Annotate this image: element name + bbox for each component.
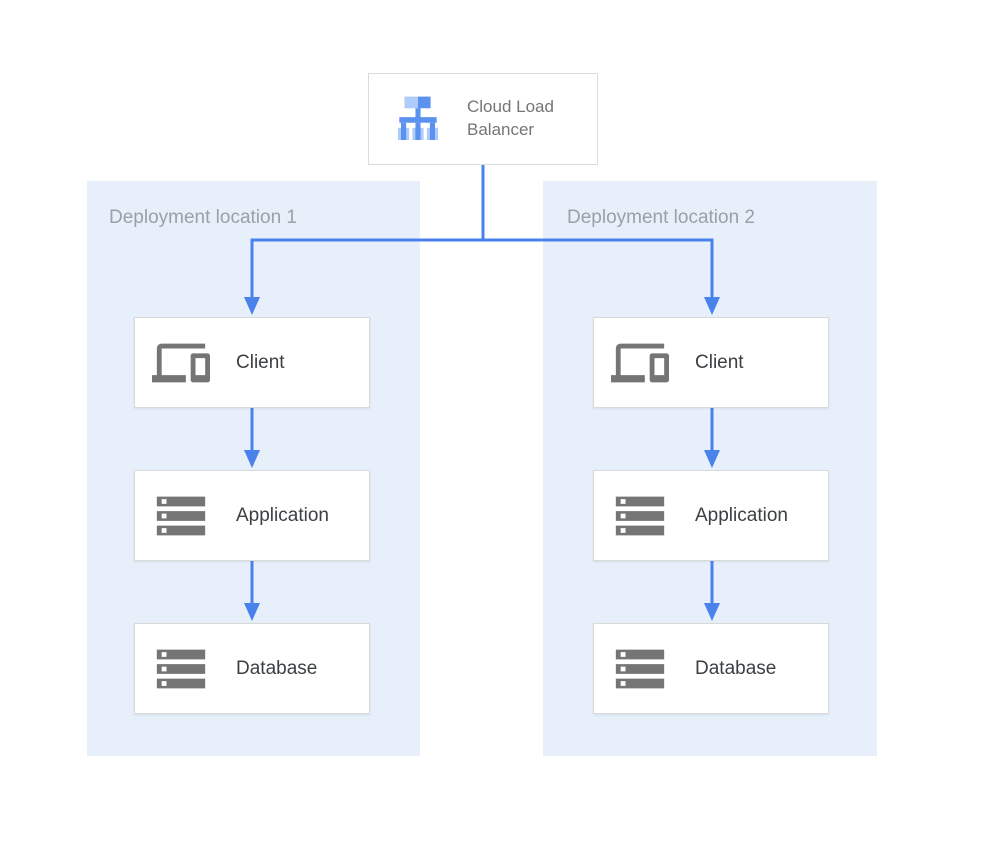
branch-line	[250, 238, 714, 300]
node-label: Application	[695, 504, 788, 526]
server-stack-icon	[152, 487, 210, 545]
arrowhead-right-database	[704, 603, 720, 621]
arrowhead-left-database	[244, 603, 260, 621]
cloud-load-balancer-label: Cloud Load Balancer	[467, 97, 554, 139]
left-client-node: Client	[134, 317, 370, 408]
arrowhead-right-application	[704, 450, 720, 468]
arrowheads	[244, 297, 720, 621]
right-application-node: Application	[593, 470, 829, 561]
left-database-node: Database	[134, 623, 370, 714]
cloud-load-balancer-node: Cloud Load Balancer	[368, 73, 598, 165]
left-application-node: Application	[134, 470, 370, 561]
deployment-panel-1-label: Deployment location 1	[109, 207, 297, 228]
server-stack-icon	[611, 640, 669, 698]
devices-icon	[152, 334, 210, 392]
node-label: Database	[695, 657, 777, 679]
load-balancer-icon	[390, 91, 446, 147]
server-stack-icon	[611, 487, 669, 545]
right-client-node: Client	[593, 317, 829, 408]
arrowhead-left-client	[244, 297, 260, 315]
right-database-node: Database	[593, 623, 829, 714]
node-label: Client	[236, 351, 285, 373]
deployment-panel-2-label: Deployment location 2	[567, 207, 755, 228]
node-label: Database	[236, 657, 318, 679]
node-label: Client	[695, 351, 744, 373]
arrowhead-left-application	[244, 450, 260, 468]
node-label: Application	[236, 504, 329, 526]
arrowhead-right-client	[704, 297, 720, 315]
devices-icon	[611, 334, 669, 392]
server-stack-icon	[152, 640, 210, 698]
